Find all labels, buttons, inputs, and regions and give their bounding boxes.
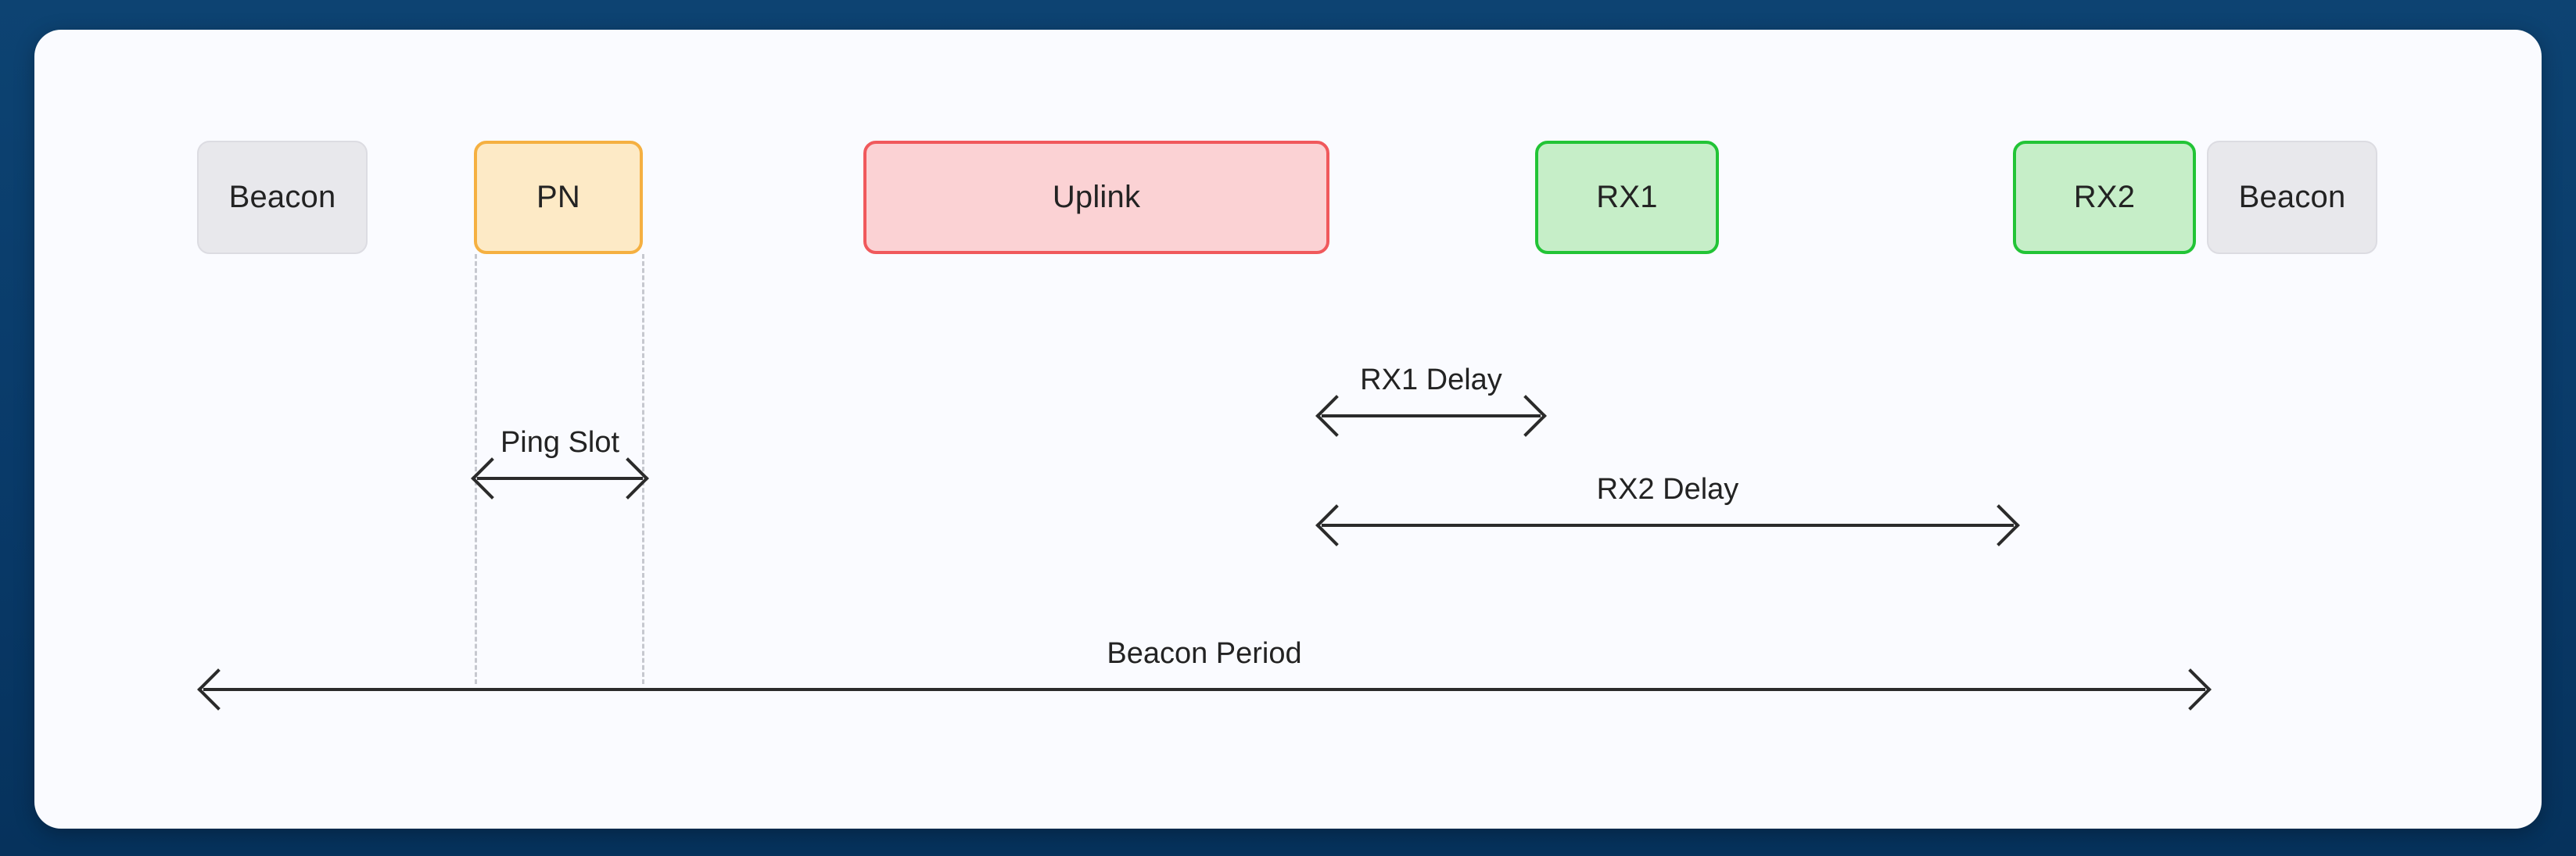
arrow-head-left-icon bbox=[1315, 504, 1358, 546]
measure-line bbox=[203, 688, 2205, 691]
measure-line bbox=[477, 477, 643, 480]
arrow-head-left-icon bbox=[1315, 395, 1358, 437]
slot-uplink[interactable]: Uplink bbox=[863, 141, 1329, 254]
guide-pn-right-guide bbox=[642, 254, 644, 684]
slot-rx1[interactable]: RX1 bbox=[1535, 141, 1719, 254]
measure-label: RX2 Delay bbox=[1596, 473, 1739, 506]
arrow-head-right-icon bbox=[1505, 395, 1547, 437]
slot-rx2[interactable]: RX2 bbox=[2013, 141, 2196, 254]
measure-label: Beacon Period bbox=[1107, 637, 1302, 670]
arrow-head-left-icon bbox=[471, 457, 513, 500]
guide-pn-left-guide bbox=[475, 254, 477, 684]
slot-beacon-1[interactable]: Beacon bbox=[197, 141, 368, 254]
arrow-head-left-icon bbox=[197, 668, 239, 711]
measure-line bbox=[1322, 524, 2014, 527]
slot-ping-slot-pn[interactable]: PN bbox=[474, 141, 643, 254]
measure-label: RX1 Delay bbox=[1360, 364, 1502, 396]
measure-label: Ping Slot bbox=[500, 426, 620, 459]
arrow-head-right-icon bbox=[2169, 668, 2212, 711]
slot-beacon-2[interactable]: Beacon bbox=[2207, 141, 2377, 254]
arrow-head-right-icon bbox=[1978, 504, 2020, 546]
measure-line bbox=[1322, 414, 1541, 417]
